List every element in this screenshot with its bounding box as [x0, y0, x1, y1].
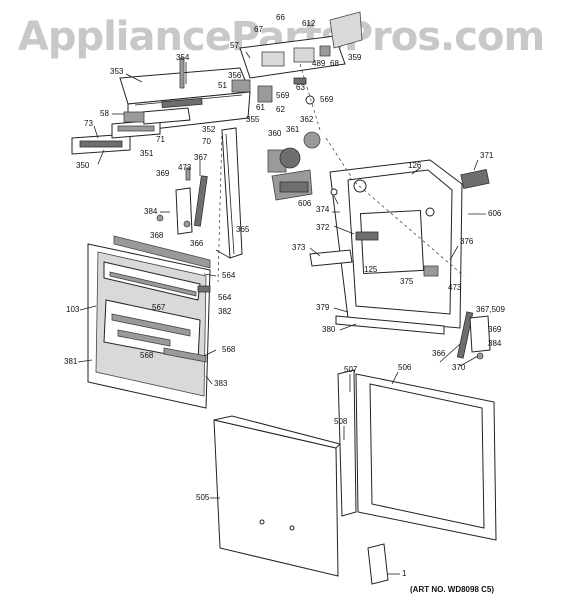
callout-67: 67	[254, 25, 263, 34]
callout-380: 380	[322, 325, 336, 334]
callout-374: 374	[316, 205, 330, 214]
door-frame-506	[337, 369, 497, 541]
callout-568-a: 568	[140, 351, 154, 360]
button-panel-350	[71, 107, 191, 155]
callout-508: 508	[334, 417, 348, 426]
callout-370: 370	[452, 363, 466, 372]
callout-489: 489	[312, 59, 326, 68]
callout-567: 567	[152, 303, 166, 312]
callout-360: 360	[268, 129, 282, 138]
inner-door-liner	[309, 159, 490, 335]
callout-361: 361	[286, 125, 300, 134]
callout-355: 355	[246, 115, 260, 124]
dashed-leaders	[217, 63, 465, 283]
callout-351: 351	[140, 149, 154, 158]
small-brackets	[179, 57, 315, 105]
hinge-left	[156, 167, 208, 235]
callout-62: 62	[276, 105, 285, 114]
callout-505: 505	[196, 493, 210, 502]
art-number: (ART NO. WD8098 C5)	[410, 585, 494, 594]
callout-564-a: 564	[222, 271, 236, 280]
callout-506: 506	[398, 363, 412, 372]
callout-606-a: 606	[298, 199, 312, 208]
leader-lines	[77, 51, 486, 575]
callout-366-b: 366	[432, 349, 446, 358]
callout-61: 61	[256, 103, 265, 112]
callout-376: 376	[460, 237, 474, 246]
callout-51: 51	[218, 81, 227, 90]
callout-125: 125	[364, 265, 378, 274]
channel-365	[215, 127, 243, 259]
callout-369-a: 369	[156, 169, 170, 178]
callout-103: 103	[66, 305, 80, 314]
control-module-57	[239, 11, 363, 79]
callout-362: 362	[300, 115, 314, 124]
callout-353: 353	[110, 67, 124, 76]
callout-384-b: 384	[488, 339, 502, 348]
callout-63: 63	[296, 83, 305, 92]
vent-fan-360	[267, 131, 321, 201]
callout-381: 381	[64, 357, 78, 366]
callout-569-b: 569	[320, 95, 334, 104]
callout-68: 68	[330, 59, 339, 68]
callout-366-a: 366	[190, 239, 204, 248]
label-part-1	[367, 543, 389, 585]
callout-371: 371	[480, 151, 494, 160]
callout-367-a: 367	[194, 153, 208, 162]
callout-352: 352	[202, 125, 216, 134]
callout-350: 350	[76, 161, 90, 170]
callout-473-b: 473	[448, 283, 462, 292]
callout-1: 1	[402, 569, 407, 578]
callout-73: 73	[84, 119, 93, 128]
callout-66: 66	[276, 13, 285, 22]
callout-379: 379	[316, 303, 330, 312]
callout-507: 507	[344, 365, 358, 374]
door-panel-505	[213, 415, 341, 577]
callout-383: 383	[214, 379, 228, 388]
callout-354: 354	[176, 53, 190, 62]
callout-367-509: 367,509	[476, 305, 505, 314]
callout-384-a: 384	[144, 207, 158, 216]
callout-606-b: 606	[488, 209, 502, 218]
callout-368: 368	[150, 231, 164, 240]
callout-70: 70	[202, 137, 211, 146]
callout-71: 71	[156, 135, 165, 144]
callout-473-a: 473	[178, 163, 192, 172]
callout-57: 57	[230, 41, 239, 50]
callout-382: 382	[218, 307, 232, 316]
callout-58: 58	[100, 109, 109, 118]
callout-labels: 66 67 612 57 354 353 356 51 489 68 359 6…	[64, 13, 505, 594]
callout-356: 356	[228, 71, 242, 80]
hinge-right	[456, 311, 491, 360]
callout-612: 612	[302, 19, 316, 28]
callout-365: 365	[236, 225, 250, 234]
callout-372: 372	[316, 223, 330, 232]
callout-375: 375	[400, 277, 414, 286]
callout-564-b: 564	[218, 293, 232, 302]
callout-568-b: 568	[222, 345, 236, 354]
callout-369-b: 369	[488, 325, 502, 334]
callout-126: 126	[408, 161, 422, 170]
callout-373: 373	[292, 243, 306, 252]
outer-door-panel	[87, 235, 211, 409]
callout-569-a: 569	[276, 91, 290, 100]
callout-359: 359	[348, 53, 362, 62]
